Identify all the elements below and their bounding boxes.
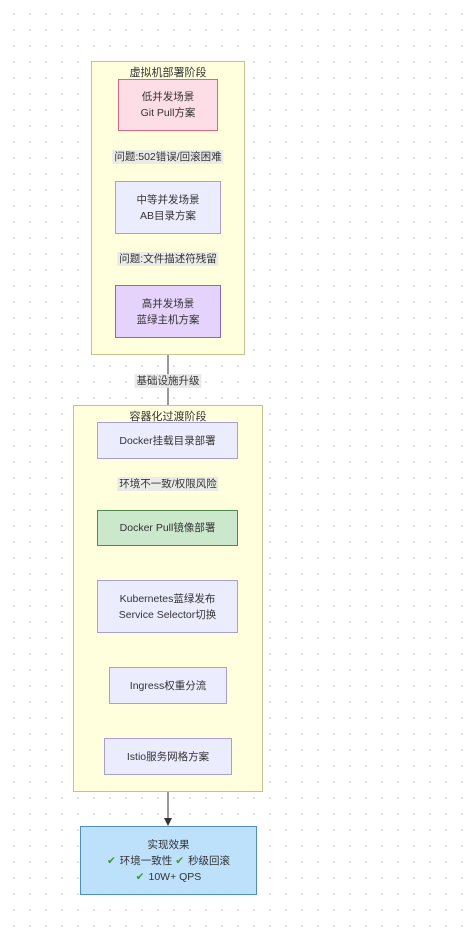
result-line1: ✔ 环境一致性 ✔ 秒级回滚 (107, 853, 230, 869)
k8s-line1: Kubernetes蓝绿发布 (119, 592, 216, 605)
docker-pull-label: Docker Pull镜像部署 (119, 522, 216, 534)
edge-label-env: 环境不一致/权限风险 (117, 477, 219, 491)
result-item3: 10W+ QPS (148, 870, 202, 883)
k8s-line2: Service Selector切换 (118, 608, 217, 621)
container-group-title: 容器化过渡阶段 (129, 411, 207, 423)
blue-green-host-node[interactable]: 高并发场景 蓝绿主机方案 (115, 285, 221, 338)
blue-green-host-line1: 高并发场景 (141, 297, 195, 310)
docker-pull-node[interactable]: Docker Pull镜像部署 (97, 510, 238, 546)
docker-mount-node[interactable]: Docker挂载目录部署 (97, 422, 238, 459)
blue-green-host-line2: 蓝绿主机方案 (136, 313, 200, 326)
check-mark-icon: ✔ (106, 854, 116, 867)
result-item2: 秒级回滚 (188, 854, 231, 867)
ab-dir-node[interactable]: 中等并发场景 AB目录方案 (115, 181, 221, 234)
check-mark-icon: ✔ (175, 854, 185, 867)
ab-dir-line2: AB目录方案 (139, 209, 196, 222)
ingress-node[interactable]: Ingress权重分流 (109, 667, 227, 704)
istio-node[interactable]: Istio服务网格方案 (104, 738, 232, 775)
edge-label-fd: 问题:文件描述符残留 (117, 252, 219, 266)
result-item1: 环境一致性 (119, 854, 173, 867)
edge-label-infra: 基础设施升级 (134, 374, 202, 388)
ingress-label: Ingress权重分流 (129, 679, 207, 692)
k8s-blue-green-node[interactable]: Kubernetes蓝绿发布 Service Selector切换 (97, 580, 238, 633)
git-pull-line1: 低并发场景 (141, 91, 195, 103)
docker-mount-label: Docker挂载目录部署 (119, 434, 216, 447)
result-title: 实现效果 (147, 838, 190, 851)
vm-group-title: 虚拟机部署阶段 (129, 67, 207, 79)
git-pull-line2: Git Pull方案 (140, 107, 196, 119)
git-pull-node[interactable]: 低并发场景 Git Pull方案 (118, 79, 218, 131)
result-node[interactable]: 实现效果 ✔ 环境一致性 ✔ 秒级回滚 ✔ 10W+ QPS (80, 826, 257, 895)
istio-label: Istio服务网格方案 (126, 750, 210, 763)
edge-label-502: 问题:502错误/回滚困难 (112, 150, 224, 164)
result-line2: ✔ 10W+ QPS (136, 869, 202, 885)
check-mark-icon: ✔ (135, 870, 145, 883)
ab-dir-line1: 中等并发场景 (136, 193, 200, 206)
